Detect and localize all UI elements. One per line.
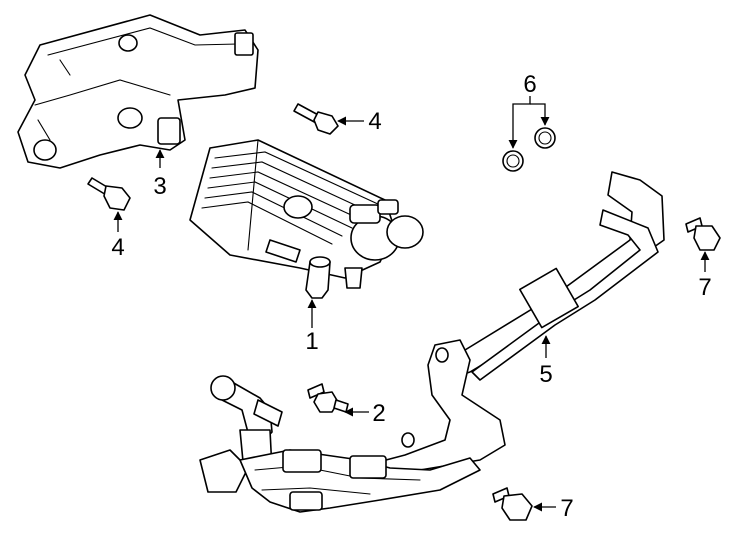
callout-2: 2 [372,400,385,427]
bolt-center [307,383,349,413]
callout-6: 6 [523,71,536,98]
leader-6b [530,103,550,126]
callout-7-lower: 7 [560,495,573,522]
bolt-right-upper [685,217,721,251]
leader-6a [508,96,531,149]
callout-3: 3 [153,173,166,200]
o-rings [502,127,556,172]
callout-numbers: 1 2 3 4 4 5 6 7 7 [111,71,711,522]
vapor-tube-assembly [199,171,665,513]
bolt-left [87,177,131,211]
bolt-upper [293,103,339,135]
mounting-bracket [17,14,259,169]
callout-4-left: 4 [111,234,124,261]
callout-4-upper: 4 [368,108,381,135]
callout-1: 1 [305,328,318,355]
callout-5: 5 [539,361,552,388]
leader-lines [113,96,710,512]
vapor-canister [189,139,424,299]
callout-7-upper: 7 [698,274,711,301]
bolt-right-lower [492,487,533,521]
